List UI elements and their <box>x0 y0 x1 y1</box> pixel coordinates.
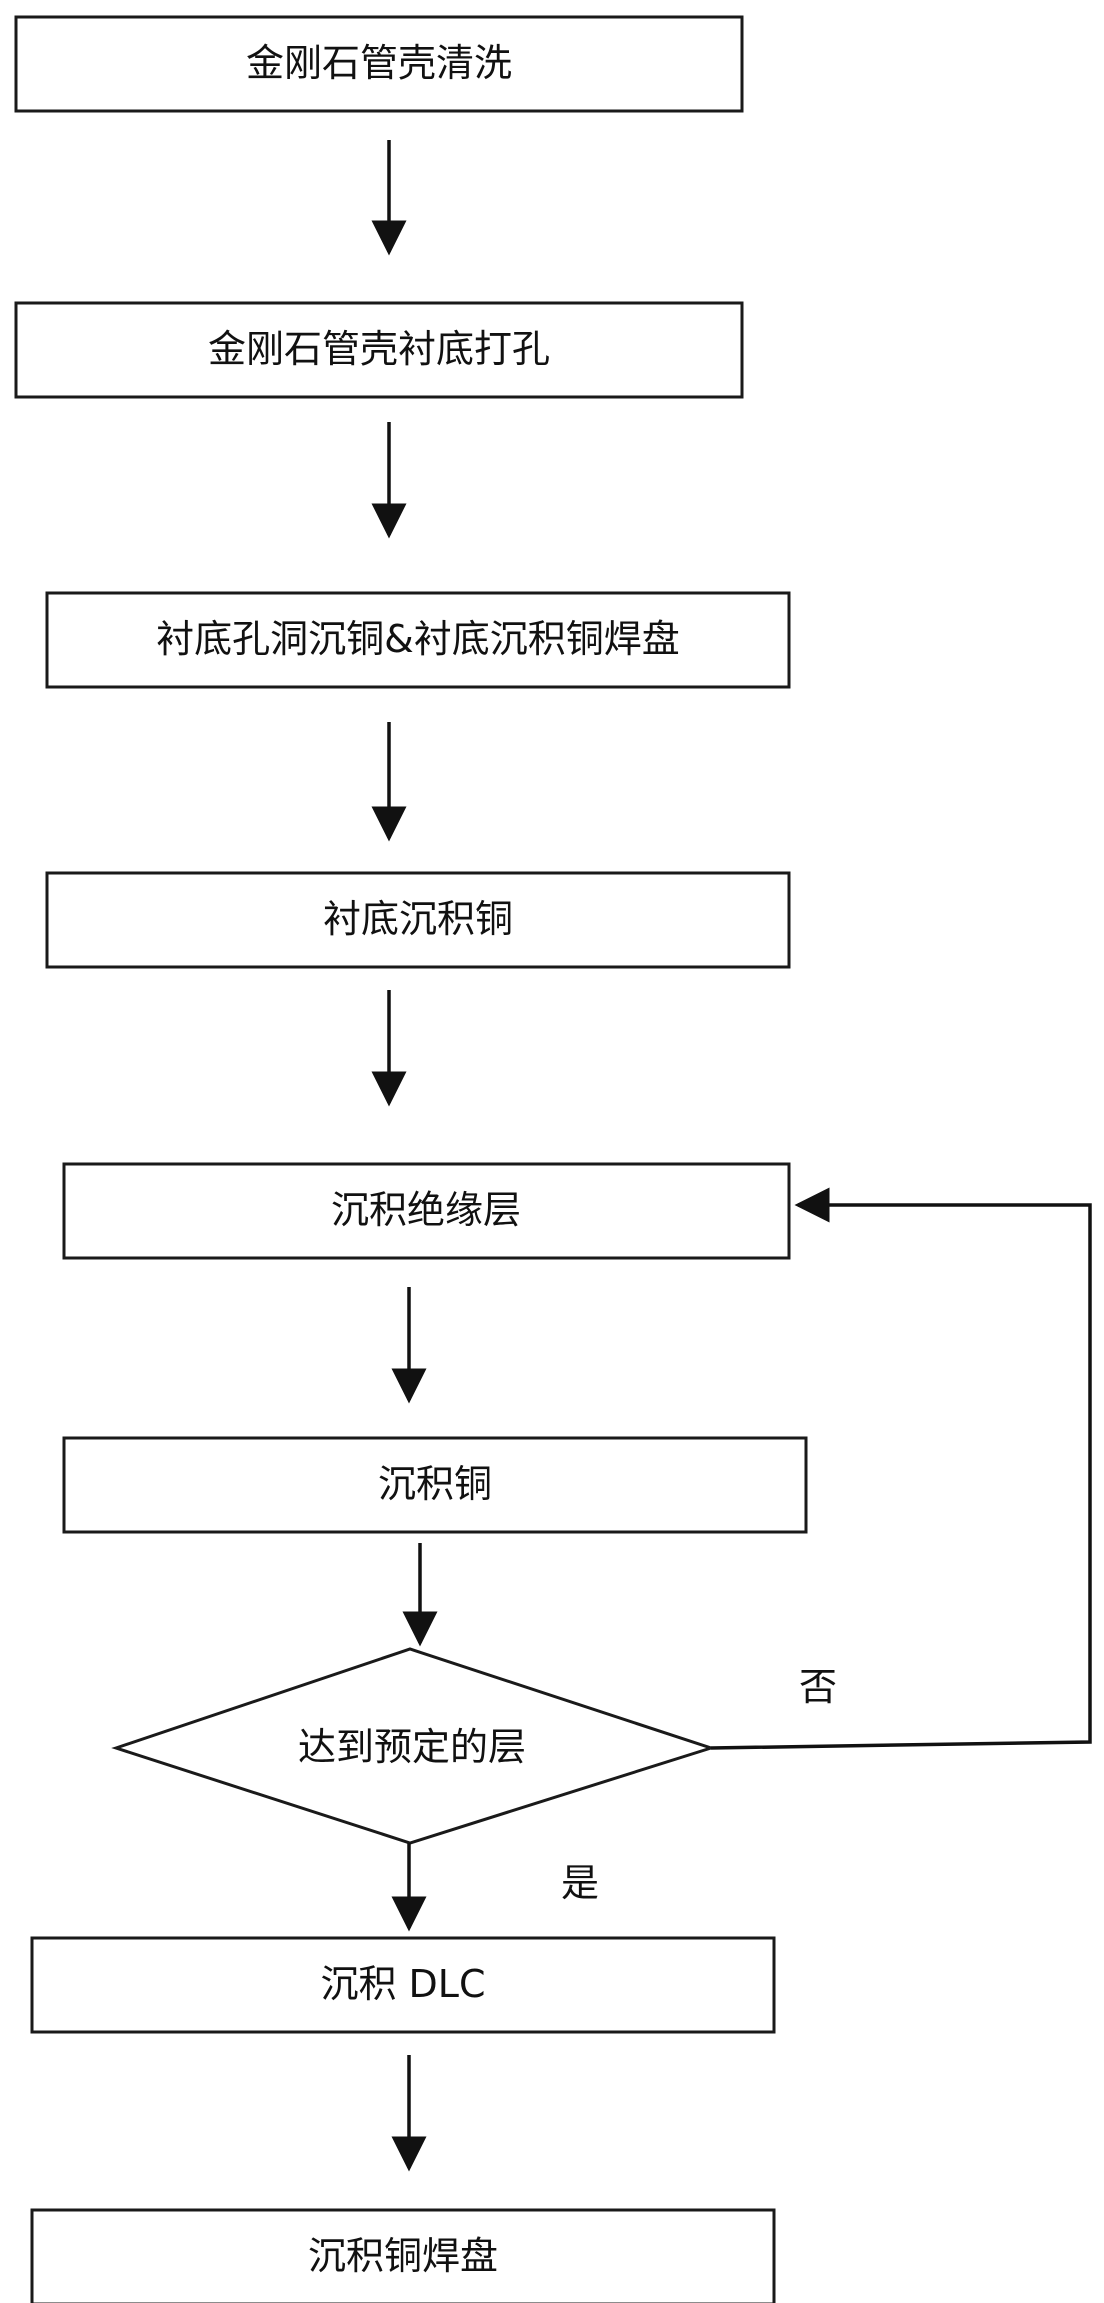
step-label: 金刚石管壳衬底打孔 <box>208 327 550 371</box>
step-box <box>62 1436 808 1534</box>
branch-label-yes: 是 <box>561 1861 599 1905</box>
step-box <box>45 591 791 689</box>
step-label: 衬底沉积铜 <box>323 897 513 941</box>
step-box <box>14 15 744 113</box>
step-box <box>30 1936 776 2034</box>
step-box <box>62 1162 791 1260</box>
step-node-substrate-copper: 衬底沉积铜 <box>45 871 791 969</box>
step-box <box>30 2208 776 2303</box>
step-label: 金刚石管壳清洗 <box>246 41 512 85</box>
step-label: 沉积 DLC <box>320 1962 485 2006</box>
step-label: 沉积绝缘层 <box>331 1188 521 1232</box>
step-node-copper: 沉积铜 <box>62 1436 808 1534</box>
step-node-drilling: 金刚石管壳衬底打孔 <box>14 301 744 399</box>
branch-label-no: 否 <box>799 1665 837 1709</box>
step-label: 衬底孔洞沉铜&衬底沉积铜焊盘 <box>156 617 680 661</box>
step-node-dlc: 沉积 DLC <box>30 1936 776 2034</box>
step-label: 沉积铜焊盘 <box>308 2234 498 2278</box>
step-node-hole-copper: 衬底孔洞沉铜&衬底沉积铜焊盘 <box>45 591 791 689</box>
decision-label: 达到预定的层 <box>298 1725 526 1769</box>
step-box <box>14 301 744 399</box>
step-node-cleaning: 金刚石管壳清洗 <box>14 15 744 113</box>
step-node-copper-pad: 沉积铜焊盘 <box>30 2208 776 2303</box>
step-box <box>45 871 791 969</box>
step-label: 沉积铜 <box>378 1462 492 1506</box>
decision-node: 达到预定的层 <box>111 1647 716 1845</box>
arrow-decision-loop-no <box>710 1187 1092 1750</box>
step-node-insulation: 沉积绝缘层 <box>62 1162 791 1260</box>
